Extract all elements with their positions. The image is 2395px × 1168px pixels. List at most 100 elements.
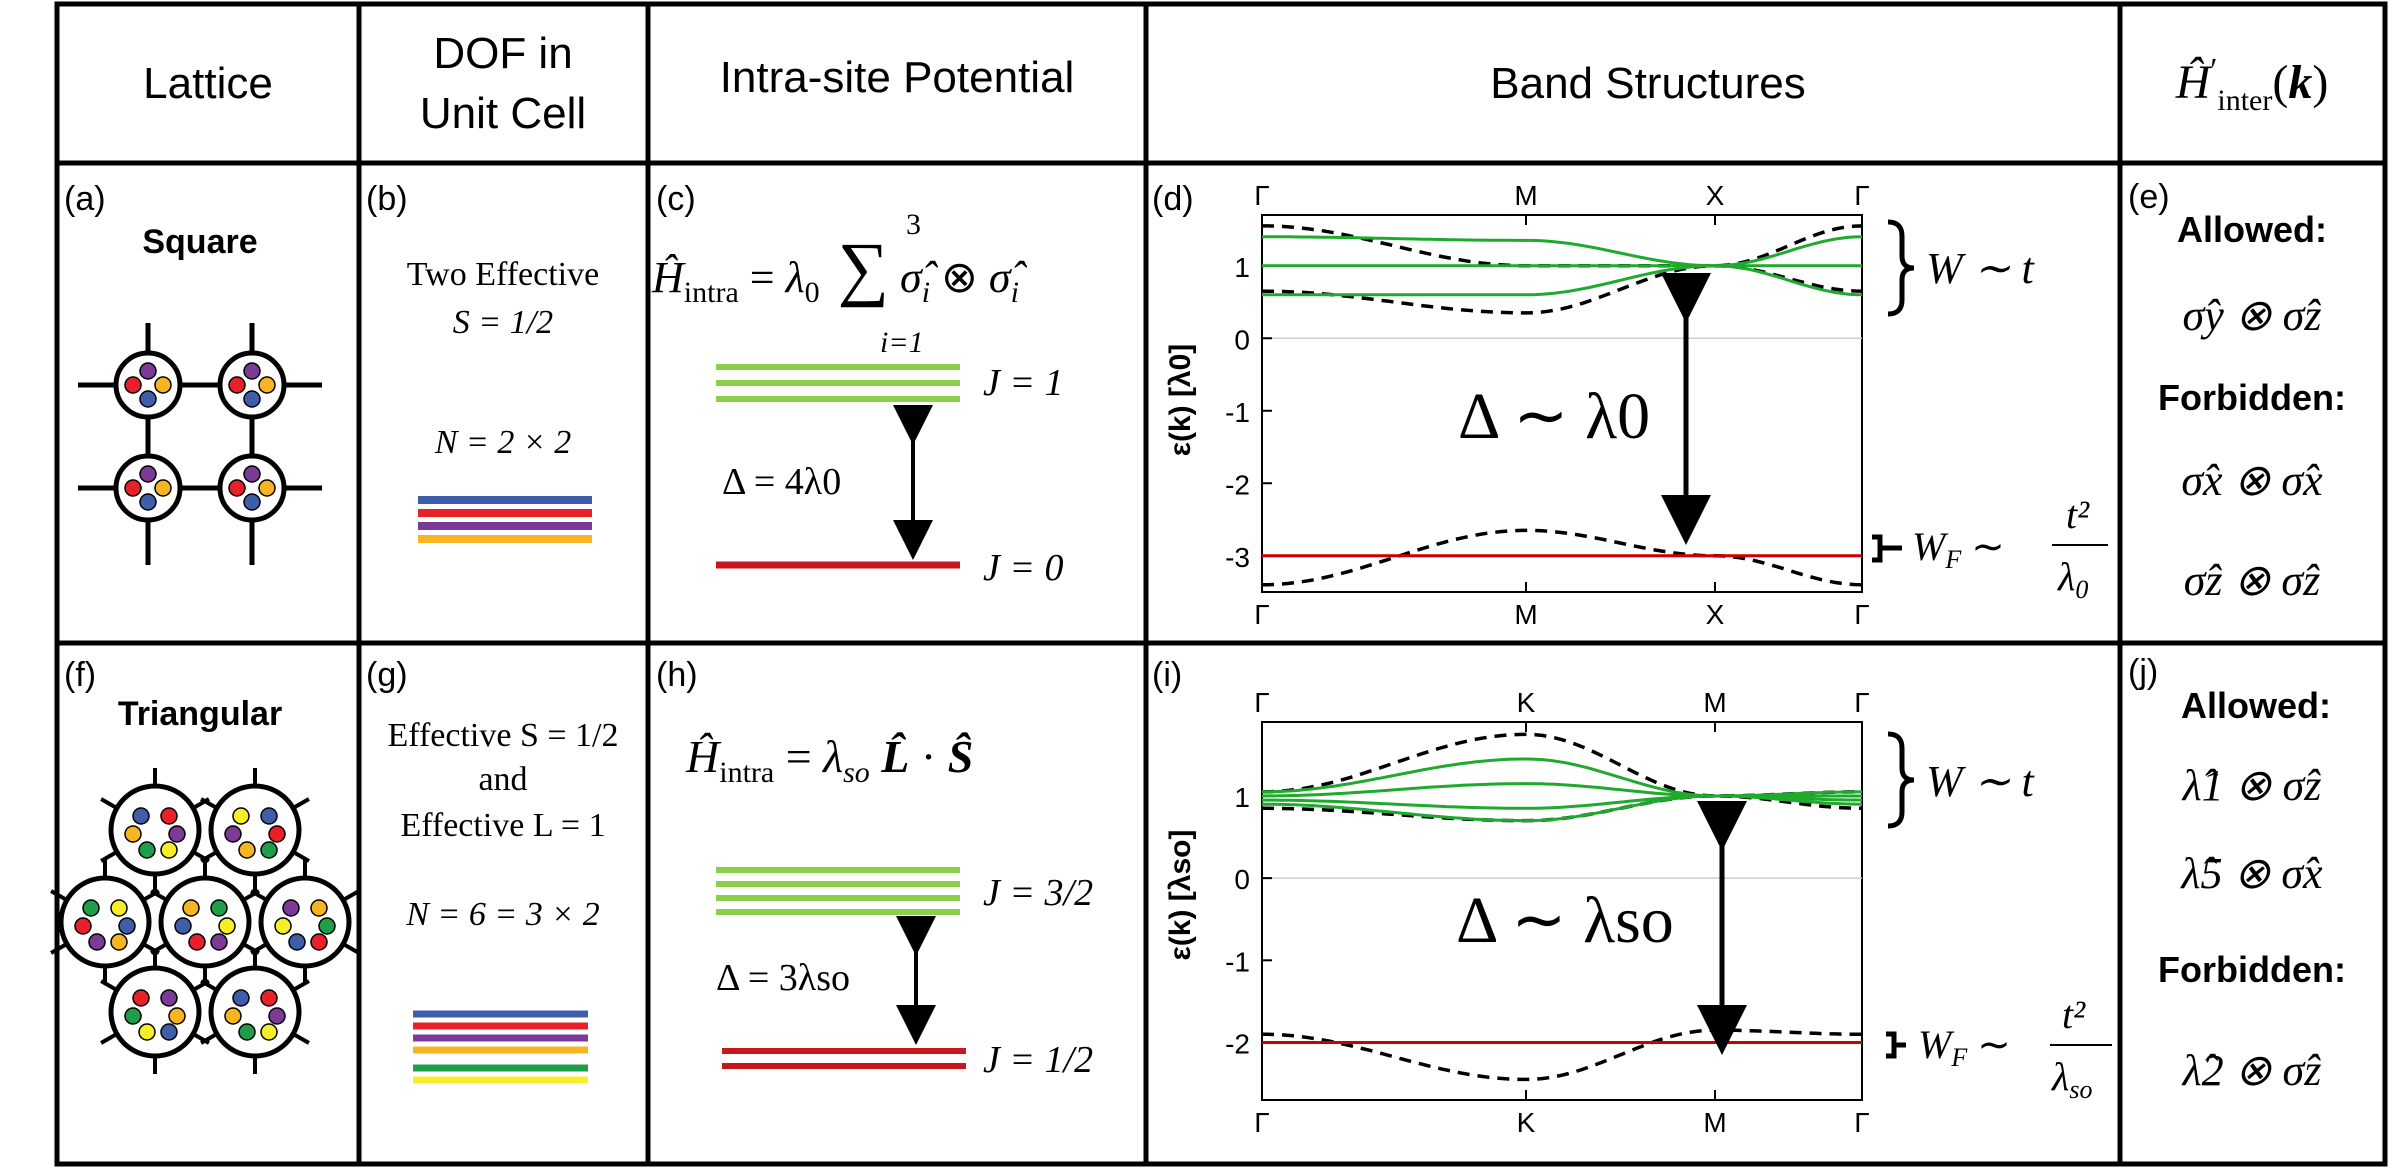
lattice-site bbox=[108, 783, 202, 877]
panel-e-inter: (e) Allowed: σ̂y ⊗ σ̂z Forbidden: σ̂x ⊗ … bbox=[2128, 178, 2346, 605]
lattice-site bbox=[208, 783, 302, 877]
d-flat-label: WF ∼ bbox=[1912, 524, 2005, 574]
x-tick-label-top: Γ bbox=[1254, 687, 1269, 718]
orbital-dot bbox=[310, 899, 328, 917]
bond-stub bbox=[100, 797, 118, 810]
panel-b-dof: (b) Two Effective S = 1/2 N = 2 × 2 bbox=[366, 180, 599, 543]
table-grid bbox=[54, 1, 2388, 1167]
orbital-dot bbox=[238, 1023, 256, 1041]
panel-letter-e: (e) bbox=[2128, 178, 2170, 216]
dof-b-line3: N = 2 × 2 bbox=[434, 424, 572, 461]
orbital-dot bbox=[160, 841, 178, 859]
d-flat-num: t² bbox=[2066, 492, 2090, 537]
dof-g-levels bbox=[413, 1010, 588, 1084]
orbital-dot bbox=[124, 825, 142, 843]
y-tick-label: -3 bbox=[1225, 542, 1250, 573]
c-level-upper-label: J = 1 bbox=[983, 362, 1064, 404]
band-line bbox=[1261, 264, 1863, 315]
hamiltonian-h: Ĥintra = λso L̂ · Ŝ bbox=[685, 731, 973, 789]
orbital-dot bbox=[124, 1007, 142, 1025]
bond-stub bbox=[200, 1032, 218, 1045]
orbital-dot bbox=[132, 807, 150, 825]
i-gap-label: Δ ∼ λso bbox=[1456, 884, 1674, 957]
square-lattice-drawing bbox=[78, 323, 322, 565]
bond-stub bbox=[200, 979, 218, 992]
i-flat-den: λso bbox=[2051, 1054, 2092, 1104]
d-gap-label: Δ ∼ λ0 bbox=[1458, 380, 1650, 453]
orbital-dot bbox=[188, 933, 206, 951]
orbital-dot bbox=[238, 841, 256, 859]
bond-stub bbox=[292, 979, 310, 992]
orbital-dot bbox=[210, 899, 228, 917]
d-flat-brace bbox=[1872, 534, 1902, 563]
bond-stub bbox=[50, 889, 68, 902]
header-dof-line1: DOF in bbox=[433, 29, 572, 78]
j-allowed-title: Allowed: bbox=[2181, 685, 2331, 726]
j-forbidden-0: λ̂2 ⊗ σ̂z bbox=[2181, 1046, 2322, 1095]
panel-letter-j: (j) bbox=[2128, 653, 2158, 691]
square-site-orbitals bbox=[124, 362, 276, 511]
j-allowed-1: λ̂5 ⊗ σ̂x bbox=[2179, 849, 2323, 898]
i-flat-brace bbox=[1886, 1031, 1906, 1059]
e-forbidden-0: σ̂x ⊗ σ̂x bbox=[2181, 456, 2323, 505]
orbital-dot bbox=[110, 933, 128, 951]
orbital-dot bbox=[274, 917, 292, 935]
y-tick-label: -1 bbox=[1225, 397, 1250, 428]
panel-h-intra: (h) Ĥintra = λso L̂ · Ŝ J = 3/2 J = 1/2 … bbox=[656, 656, 1093, 1081]
orbital-dot bbox=[224, 1007, 242, 1025]
y-tick-label: 1 bbox=[1234, 252, 1250, 283]
lattice-site bbox=[108, 965, 202, 1059]
panel-letter-f: (f) bbox=[64, 656, 96, 694]
orbital-dot bbox=[210, 933, 228, 951]
bond-stub bbox=[292, 850, 310, 863]
d-flat-den: λ0 bbox=[2057, 554, 2088, 604]
orbital-dot bbox=[318, 917, 336, 935]
x-tick-label-bottom: Γ bbox=[1254, 1107, 1269, 1138]
orbital-dot bbox=[82, 899, 100, 917]
band-line bbox=[1262, 1028, 1863, 1082]
bond-stub bbox=[100, 1032, 118, 1045]
orbital-dot bbox=[268, 1007, 286, 1025]
orbital-dot bbox=[260, 1023, 278, 1041]
orbital-dot bbox=[138, 1023, 156, 1041]
orbital-dot bbox=[160, 989, 178, 1007]
lattice-site bbox=[258, 875, 352, 969]
orbital-dot bbox=[218, 917, 236, 935]
i-width-brace bbox=[1887, 731, 1915, 829]
bond-stub bbox=[250, 889, 268, 902]
orbital-dot bbox=[118, 917, 136, 935]
orbital-dot bbox=[74, 917, 92, 935]
panel-letter-b: (b) bbox=[366, 180, 408, 218]
x-tick-label-bottom: X bbox=[1706, 599, 1725, 630]
band-line bbox=[1262, 732, 1863, 798]
d-ylabel: ε(k) [λ0] bbox=[1164, 344, 1197, 457]
panel-g-dof: (g) Effective S = 1/2 and Effective L = … bbox=[366, 656, 619, 1084]
bond-stub bbox=[342, 889, 360, 902]
i-width-label: W ∼ t bbox=[1926, 757, 2036, 806]
h-level-lower-label: J = 1/2 bbox=[983, 1039, 1093, 1081]
band-line bbox=[1262, 264, 1863, 297]
orbital-dot bbox=[310, 933, 328, 951]
orbital-dot bbox=[160, 807, 178, 825]
header-band: Band Structures bbox=[1490, 59, 1806, 108]
sum-upper-limit: 3 bbox=[906, 208, 921, 241]
h-lower-levels bbox=[722, 1048, 966, 1069]
orbital-dot bbox=[132, 989, 150, 1007]
e-forbidden-1: σ̂z ⊗ σ̂z bbox=[2184, 556, 2321, 605]
d-width-brace bbox=[1887, 219, 1915, 317]
x-tick-label-top: X bbox=[1706, 180, 1725, 211]
x-tick-label-bottom: M bbox=[1703, 1107, 1726, 1138]
orbital-dot bbox=[174, 917, 192, 935]
panel-letter-c: (c) bbox=[656, 180, 696, 218]
dof-g-line2: and bbox=[478, 761, 527, 798]
y-tick-label: 0 bbox=[1234, 864, 1250, 895]
bond-stub bbox=[342, 942, 360, 955]
band-line bbox=[1262, 224, 1863, 268]
orbital-dot bbox=[160, 1023, 178, 1041]
bond-stub bbox=[200, 850, 218, 863]
panel-letter-h: (h) bbox=[656, 656, 698, 694]
i-ylabel: ε(k) [λso] bbox=[1164, 830, 1197, 961]
